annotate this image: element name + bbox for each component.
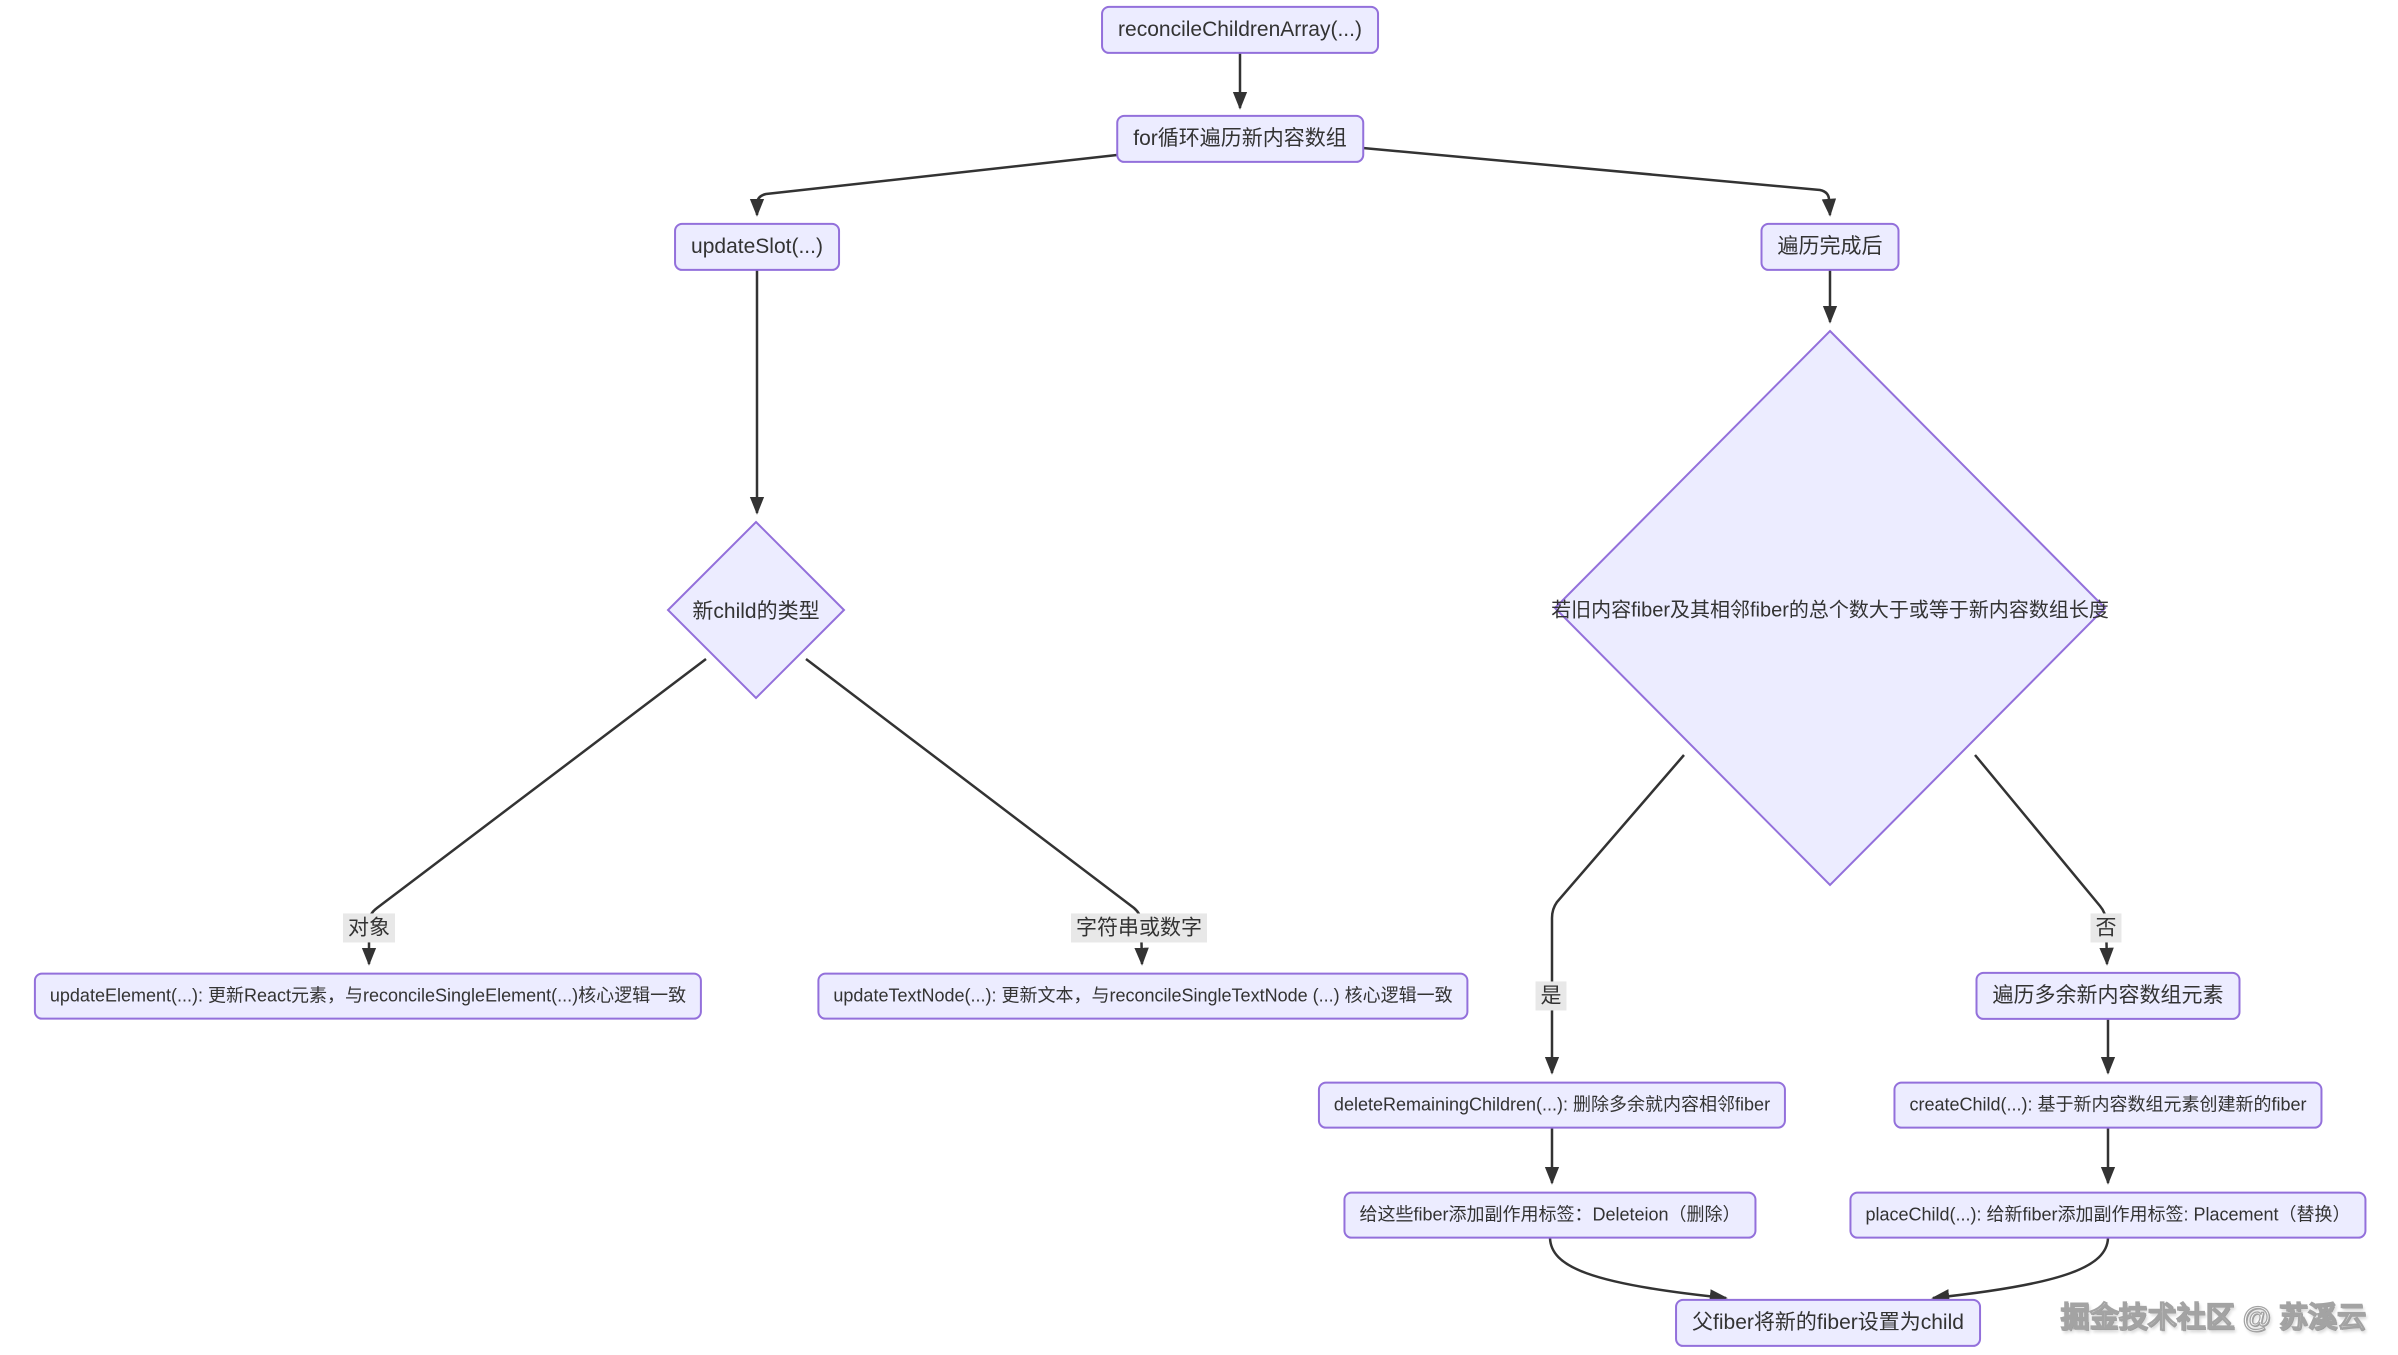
node-traverse-extra-elements: 遍历多余新内容数组元素	[1975, 971, 2241, 1021]
edge-label-no: 否	[2090, 913, 2122, 943]
edge-label-string-or-number: 字符串或数字	[1071, 913, 1207, 943]
decision-child-type-label: 新child的类型	[692, 600, 820, 623]
node-delete-remaining-children: deleteRemainingChildren(...): 删除多余就内容相邻f…	[1317, 1081, 1787, 1129]
node-place-child: placeChild(...): 给新fiber添加副作用标签: Placeme…	[1849, 1191, 2367, 1239]
node-update-slot: updateSlot(...)	[674, 222, 840, 272]
edge-childtype-to-updateelement	[361, 658, 707, 966]
edge-tagdeletion-to-setchild	[1548, 1237, 1728, 1304]
edge-label-object: 对象	[343, 913, 395, 943]
watermark: 掘金技术社区 @ 苏溪云	[2060, 1301, 2367, 1334]
edge-condition-yes-to-deleteremaining	[1544, 754, 1685, 1075]
node-create-child: createChild(...): 基于新内容数组元素创建新的fiber	[1893, 1081, 2323, 1129]
decision-diamond-old-fiber-condition	[1553, 329, 2107, 887]
node-for-loop: for循环遍历新内容数组	[1116, 114, 1364, 164]
node-set-child: 父fiber将新的fiber设置为child	[1675, 1298, 1981, 1348]
edge-placechild-to-setchild	[1931, 1237, 2110, 1304]
node-update-text-node: updateTextNode(...): 更新文本，与reconcileSing…	[817, 972, 1469, 1020]
node-tag-deletion: 给这些fiber添加副作用标签：Deleteion（删除）	[1343, 1191, 1757, 1239]
edge-label-yes: 是	[1535, 981, 1567, 1011]
decision-diamond-child-type	[666, 520, 846, 700]
node-after-loop: 遍历完成后	[1760, 222, 1900, 272]
edge-forloop-to-afterloop	[1351, 145, 1837, 217]
edge-condition-no-to-traverseextra	[1974, 754, 2114, 966]
node-reconcile-children-array: reconcileChildrenArray(...)	[1101, 5, 1379, 55]
edge-forloop-to-updateslot	[749, 152, 1127, 217]
node-update-element: updateElement(...): 更新React元素，与reconcile…	[33, 972, 703, 1020]
decision-old-fiber-condition-label: 若旧内容fiber及其相邻fiber的总个数大于或等于新内容数组长度	[1551, 599, 2109, 622]
